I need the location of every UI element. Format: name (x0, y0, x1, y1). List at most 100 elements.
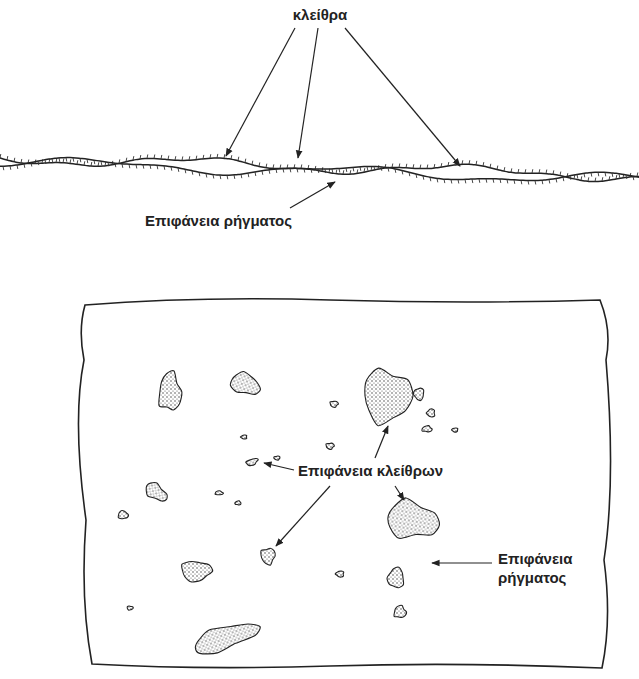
crack-tick (273, 164, 275, 168)
crack-tick (171, 167, 173, 171)
crack-tick (17, 165, 19, 169)
crack-tick (178, 168, 180, 172)
void-blob (261, 548, 275, 565)
crack-tick (437, 178, 439, 182)
crack-tick (98, 162, 100, 166)
void-blob (326, 443, 334, 449)
crack-tick (525, 169, 527, 173)
crack-tick (52, 159, 54, 163)
crack-tick (441, 163, 443, 167)
leader-arrows (226, 28, 492, 563)
crack-tick (10, 166, 12, 170)
crack-tick (245, 159, 247, 163)
crack-tick (217, 154, 219, 158)
crack-tick (87, 159, 89, 163)
crack-profile (0, 154, 639, 185)
crack-tick (91, 162, 93, 166)
crack-tick (336, 170, 338, 174)
fracture-surface-label: Επιφάνεια ρήγματος (498, 550, 616, 588)
crack-tick (500, 179, 502, 183)
crack-tick (224, 154, 226, 158)
crack-tick (133, 156, 135, 160)
void-blob (385, 495, 443, 544)
crack-tick (241, 174, 243, 178)
crack-tick (458, 180, 460, 184)
crack-tick (549, 179, 551, 183)
crack-tick (371, 167, 373, 171)
void-blob (240, 435, 246, 439)
crack-tick (21, 159, 23, 163)
crack-tick (168, 156, 170, 160)
crack-line (0, 157, 639, 182)
crack-tick (182, 156, 184, 160)
crack-tick (539, 169, 541, 173)
crack-tick (609, 176, 611, 180)
crack-tick (626, 175, 628, 179)
crack-tick (262, 171, 264, 175)
void-blob (426, 409, 435, 417)
crack-tick (14, 158, 16, 162)
void-blob (182, 561, 213, 581)
crack-line (0, 158, 639, 181)
crack-tick (7, 156, 9, 160)
crack-tick (108, 162, 110, 166)
void-blobs (118, 368, 458, 659)
fracture-surface-outline (78, 299, 610, 668)
crack-tick (462, 160, 464, 164)
crack-tick (154, 154, 156, 158)
crack-tick (227, 175, 229, 179)
void-blob (127, 606, 133, 610)
void-blob (413, 388, 423, 400)
void-blob (245, 457, 259, 467)
crack-tick (56, 159, 58, 163)
crack-tick (353, 167, 355, 171)
crack-tick (311, 169, 313, 173)
crack-tick (479, 179, 481, 183)
crack-tick (297, 168, 299, 172)
crack-tick (231, 155, 233, 159)
crack-tick (3, 166, 5, 170)
crack-tick (392, 164, 394, 168)
crack-tick (0, 154, 1, 158)
crack-tick (476, 161, 478, 165)
void-blob (274, 456, 280, 460)
crack-tick (196, 156, 198, 160)
crack-tick (420, 165, 422, 169)
crack-tick (189, 156, 191, 160)
crack-tick (192, 171, 194, 175)
void-surface-label: Επιφάνεια κλείθρων (298, 462, 443, 481)
crack-tick (38, 161, 40, 165)
crack-tick (563, 177, 565, 181)
crack-tick (591, 173, 593, 177)
crack-tick (619, 174, 621, 178)
crack-tick (612, 173, 614, 177)
crack-tick (581, 176, 583, 180)
crack-tick (465, 179, 467, 183)
crack-tick (269, 170, 271, 174)
crack-tick (528, 181, 530, 185)
crack-tick (63, 159, 65, 163)
void-blob (159, 371, 182, 410)
crack-tick (343, 170, 345, 174)
crack-tick (367, 166, 369, 170)
crack-tick (399, 163, 401, 167)
fracture-surface-label: Επιφάνεια ρήγματος (145, 212, 292, 231)
crack-tick (350, 170, 352, 174)
crack-tick (532, 169, 534, 173)
crack-tick (126, 158, 128, 162)
crack-tick (255, 172, 257, 176)
void-blob (235, 501, 241, 505)
crack-tick (602, 177, 604, 181)
crack-tick (469, 160, 471, 164)
crack-tick (206, 174, 208, 178)
crack-tick (147, 154, 149, 158)
crack-tick (332, 169, 334, 173)
crack-tick (430, 177, 432, 181)
crack-tick (234, 175, 236, 179)
crack-tick (483, 162, 485, 166)
crack-tick (584, 173, 586, 177)
crack-tick (325, 169, 327, 173)
crack-tick (283, 168, 285, 172)
crack-tick (276, 169, 278, 173)
crack-tick (605, 172, 607, 176)
